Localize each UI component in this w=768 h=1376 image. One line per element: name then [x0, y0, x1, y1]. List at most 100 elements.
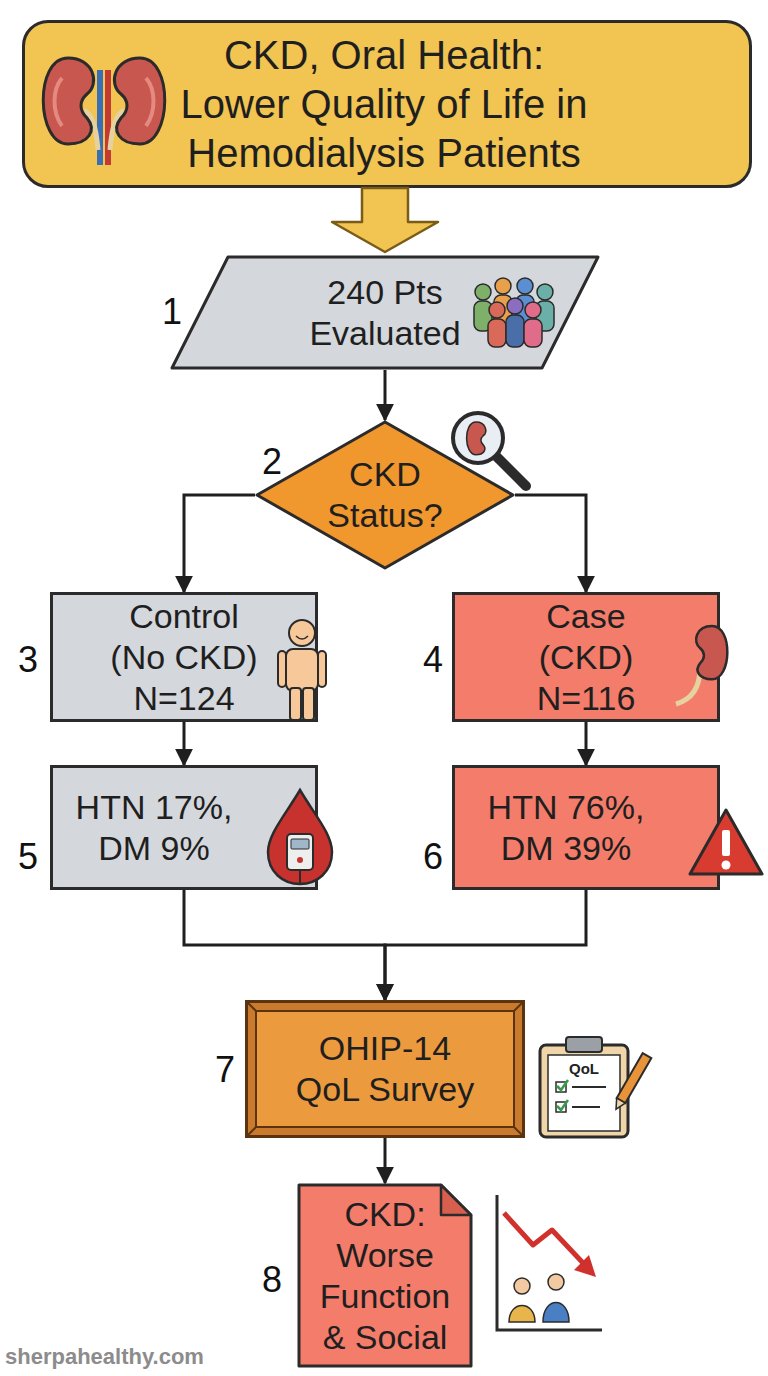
bevel-corner — [514, 1127, 524, 1137]
decline-chart-icon — [509, 1306, 535, 1323]
warning-icon — [722, 830, 730, 856]
decline-chart-icon — [574, 1255, 596, 1277]
rect-shape — [52, 767, 317, 889]
decline-chart-icon — [497, 1195, 602, 1330]
person-icon — [278, 620, 326, 720]
watermark: sherpahealthy.com — [5, 1344, 204, 1369]
person-icon — [318, 651, 326, 687]
node-content: Control (No CKD) N=124 — [50, 592, 318, 722]
node-text: Case (CKD) N=116 — [511, 596, 661, 719]
kidney-icon — [696, 626, 727, 679]
rect-shape — [454, 767, 719, 889]
decline-chart-icon — [548, 1274, 564, 1290]
title-text: CKD, Oral Health: Lower Quality of Life … — [172, 23, 596, 185]
people-icon — [536, 301, 554, 331]
node-text: 240 Pts Evaluated — [285, 272, 485, 354]
clipboard-icon — [557, 1100, 568, 1110]
callout-number: 7 — [215, 1049, 235, 1090]
decision-diamond: CKD Status? — [255, 420, 515, 570]
parallelogram-shape — [172, 257, 598, 368]
process-box: Case (CKD) N=116 — [452, 592, 720, 722]
process-box-outline — [50, 765, 318, 890]
flow-connector — [384, 1138, 387, 1183]
clipboard-icon — [557, 1080, 568, 1090]
kidney-icon — [696, 626, 727, 679]
flow-connector — [384, 370, 387, 420]
person-icon — [278, 651, 286, 687]
flow-connector — [184, 495, 255, 592]
diamond-shape — [257, 422, 513, 568]
document-shape — [299, 1185, 471, 1366]
process-box-outline — [452, 765, 720, 890]
clipboard-icon — [572, 1086, 606, 1088]
magnifier-icon — [467, 422, 486, 455]
people-icon — [488, 319, 506, 347]
kidney-illustration — [110, 110, 124, 150]
node-content: Case (CKD) N=116 — [452, 592, 720, 722]
rect-shape — [52, 594, 317, 721]
process-box: HTN 76%, DM 39% — [452, 765, 720, 890]
node-content: HTN 76%, DM 39% — [452, 765, 720, 890]
node-content: 240 Pts Evaluated — [170, 255, 600, 370]
callout-number: 1 — [162, 291, 182, 332]
glucose-icon — [268, 790, 332, 884]
magnifier-icon — [467, 422, 486, 455]
flow-connector — [585, 722, 588, 765]
kidney-illustration — [84, 110, 98, 150]
warning-icon — [690, 810, 762, 874]
clipboard-icon — [612, 1098, 626, 1112]
document-fold — [441, 1185, 471, 1215]
callout-number: 8 — [262, 1259, 282, 1300]
glucose-icon — [287, 834, 313, 870]
glucose-icon — [291, 839, 309, 849]
kidney-illustration — [146, 78, 154, 126]
title-arrow — [332, 188, 438, 252]
bevel-corner — [514, 1002, 524, 1012]
person-icon — [290, 688, 301, 720]
person-icon — [289, 620, 315, 646]
kidney-illustration — [105, 70, 111, 165]
callout-number: 3 — [18, 639, 38, 680]
node-content: CKD: Worse Function & Social — [297, 1183, 473, 1368]
bevel-corner — [247, 1002, 257, 1012]
clipboard-icon — [572, 1106, 600, 1108]
callout-number: 4 — [423, 639, 443, 680]
bevel-face — [256, 1011, 514, 1127]
kidney-illustration — [114, 58, 164, 144]
result-document: CKD: Worse Function & Social — [297, 1183, 473, 1368]
decline-chart-icon — [497, 1195, 602, 1330]
person-icon — [303, 688, 314, 720]
node-text: HTN 17%, DM 9% — [64, 787, 244, 869]
kidney-illustration — [114, 58, 164, 144]
node-content: HTN 17%, DM 9% — [50, 765, 318, 890]
flow-connector — [183, 722, 186, 765]
decline-chart-icon — [514, 1278, 530, 1294]
process-box: Control (No CKD) N=124 — [50, 592, 318, 722]
decision-diamond-outline — [255, 420, 515, 570]
title-banner: CKD, Oral Health: Lower Quality of Life … — [22, 20, 752, 188]
input-parallelogram: 240 Pts Evaluated — [170, 255, 600, 370]
people-icon — [494, 295, 512, 327]
person-icon — [296, 636, 308, 639]
kidney-icon — [676, 668, 700, 704]
callout-number: 6 — [423, 836, 443, 877]
node-text: CKD: Worse Function & Social — [315, 1194, 455, 1358]
kidney-illustration — [43, 58, 93, 144]
magnifier-icon — [453, 413, 526, 486]
node-text: CKD Status? — [310, 454, 460, 536]
decline-chart-icon — [543, 1303, 569, 1323]
clipboard-icon — [612, 1053, 652, 1112]
warning-icon — [690, 810, 762, 874]
kidney-illustration — [43, 58, 165, 165]
rect-shape — [454, 594, 719, 721]
bevel-frame — [247, 1002, 524, 1137]
magnifier-icon — [453, 413, 503, 463]
node-content: OHIP-14 QoL Survey — [245, 1000, 525, 1138]
decline-chart-icon — [504, 1213, 584, 1264]
kidney-illustration — [55, 78, 63, 126]
callout-number: 2 — [262, 441, 282, 482]
person-icon — [286, 649, 318, 691]
kidney-illustration — [97, 70, 103, 165]
magnifier-icon — [496, 456, 526, 486]
glucose-icon — [299, 870, 301, 884]
